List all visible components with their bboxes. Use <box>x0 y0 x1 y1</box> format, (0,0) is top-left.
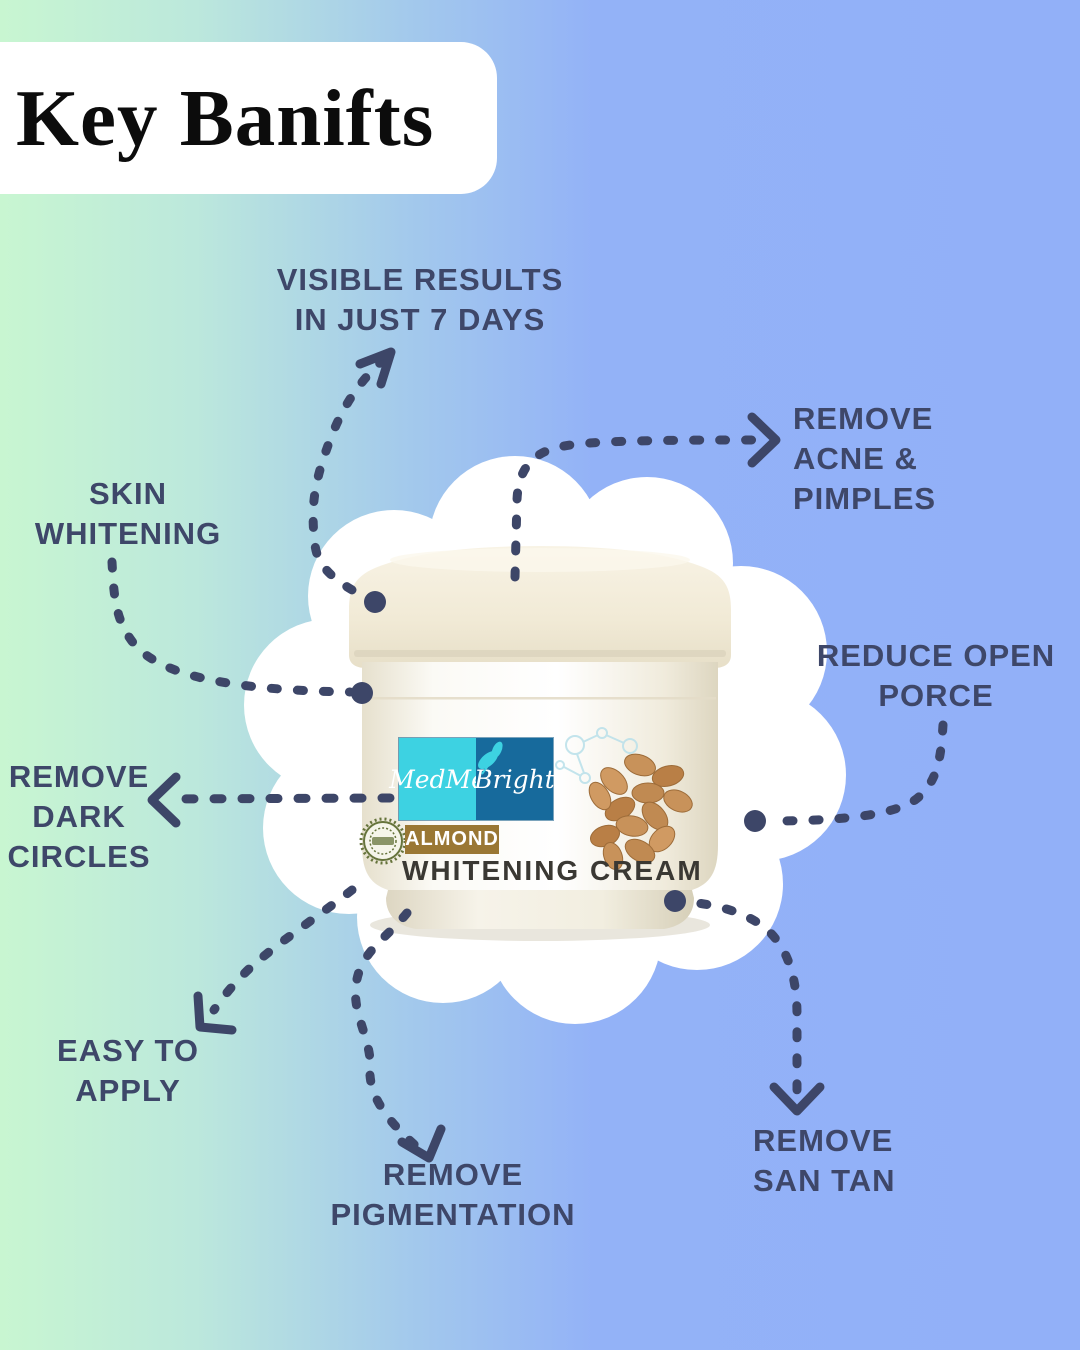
jar-lid <box>349 546 731 668</box>
arrow-down-left-icon <box>193 991 237 1035</box>
variant-ribbon: ALMOND <box>405 825 499 854</box>
connector-san-tan <box>670 896 802 1097</box>
arrow-down-icon <box>769 1082 825 1116</box>
connector-easy-apply <box>209 885 357 1015</box>
benefit-easy-to-apply: EASY TO APPLY <box>38 1031 218 1111</box>
benefit-line: SAN TAN <box>753 1163 896 1198</box>
benefit-line: WHITENING <box>34 516 222 551</box>
almonds-illustration <box>588 753 693 871</box>
arrow-left-icon <box>147 772 181 828</box>
benefit-line: ACNE & PIMPLES <box>793 441 937 516</box>
brand-name-first: MedMe <box>389 764 486 794</box>
connector-dot <box>351 682 373 704</box>
benefit-line: REMOVE <box>382 1157 524 1192</box>
connector-pigmentation <box>350 908 421 1151</box>
benefit-line: REMOVE <box>753 1123 894 1158</box>
benefit-line: REMOVE <box>8 759 150 794</box>
benefit-skin-whitening: SKIN WHITENING <box>28 474 228 554</box>
natural-badge-icon <box>359 817 407 865</box>
leaf-icon <box>478 741 503 775</box>
connector-dot <box>744 810 766 832</box>
benefit-reduce-open-pores: REDUCE OPEN PORCE <box>806 636 1066 716</box>
brand-name-second: Bright <box>474 764 555 794</box>
connector-skin-whitening <box>107 557 355 697</box>
benefit-line: DARK <box>32 799 126 834</box>
connector-dark-circles <box>163 793 395 804</box>
benefit-line: EASY TO <box>57 1033 199 1068</box>
brand-logo-left-panel: MedMe <box>389 738 486 820</box>
molecule-decoration <box>555 727 638 784</box>
connector-open-pores <box>762 720 948 826</box>
benefit-line: SKIN <box>88 476 168 511</box>
benefit-remove-dark-circles: REMOVE DARK CIRCLES <box>0 757 158 877</box>
benefit-line: APPLY <box>75 1073 181 1108</box>
brand-logo-right-panel: Bright <box>474 738 555 820</box>
connector-visible-results <box>308 351 393 607</box>
connector-remove-acne <box>510 435 765 582</box>
product-name: WHITENING CREAM <box>402 855 703 886</box>
arrow-up-right-icon <box>355 347 396 389</box>
jar-foot <box>386 890 694 929</box>
benefit-remove-acne: REMOVE ACNE & PIMPLES <box>793 399 1063 519</box>
benefit-visible-results: VISIBLE RESULTS IN JUST 7 DAYS <box>270 260 570 340</box>
benefit-line: REDUCE OPEN <box>816 638 1056 673</box>
benefit-line: PORCE <box>878 678 994 713</box>
connector-dot <box>364 591 386 613</box>
arrow-right-icon <box>747 412 781 468</box>
benefit-line: PIGMENTATION <box>330 1197 576 1232</box>
benefit-line: IN JUST 7 DAYS <box>294 302 546 337</box>
benefit-remove-san-tan: REMOVE SAN TAN <box>753 1121 993 1201</box>
benefit-line: VISIBLE RESULTS <box>276 262 564 297</box>
brand-logo: MedMe Bright <box>389 738 555 820</box>
benefit-line: CIRCLES <box>7 839 151 874</box>
variant-label: ALMOND <box>405 828 499 850</box>
title-card: Key Banifts <box>0 42 497 194</box>
benefit-line: REMOVE <box>793 401 934 436</box>
benefit-remove-pigmentation: REMOVE PIGMENTATION <box>303 1155 603 1235</box>
arrow-down-right-icon <box>397 1124 446 1163</box>
connector-dot <box>664 890 686 912</box>
page-title: Key Banifts <box>16 72 435 163</box>
lid-seam <box>354 650 726 657</box>
